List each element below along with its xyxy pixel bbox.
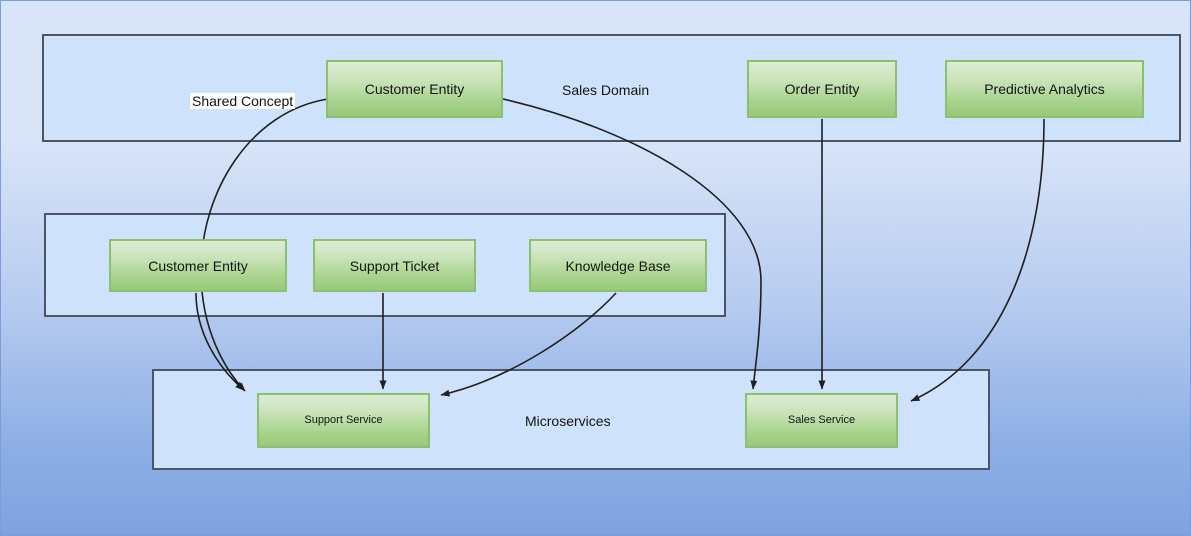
node-support-service[interactable]: Support Service xyxy=(257,393,430,448)
node-label: Predictive Analytics xyxy=(984,81,1105,97)
node-label: Customer Entity xyxy=(364,81,465,97)
node-label: Customer Entity xyxy=(148,257,248,274)
node-label: Knowledge Base xyxy=(565,257,671,274)
node-label: Support Ticket xyxy=(349,257,440,274)
label-shared-concept: Shared Concept xyxy=(190,93,296,109)
container-label-microservices: Microservices xyxy=(525,413,611,429)
edge-predictive-analytics-to-sales-service xyxy=(910,118,1045,402)
node-label: Support Service xyxy=(304,414,383,426)
node-predictive-analytics[interactable]: Predictive Analytics xyxy=(945,60,1144,118)
node-knowledge-base[interactable]: Knowledge Base xyxy=(529,239,707,292)
node-support-customer-entity[interactable]: Customer Entity xyxy=(109,239,287,292)
node-sales-service[interactable]: Sales Service xyxy=(745,393,898,448)
node-sales-customer-entity[interactable]: Customer Entity xyxy=(326,60,503,118)
container-label-sales-domain: Sales Domain xyxy=(562,82,650,98)
node-label: Sales Service xyxy=(787,414,856,426)
node-order-entity[interactable]: Order Entity xyxy=(747,60,897,118)
node-support-ticket[interactable]: Support Ticket xyxy=(313,239,476,292)
node-label: Order Entity xyxy=(784,81,860,97)
